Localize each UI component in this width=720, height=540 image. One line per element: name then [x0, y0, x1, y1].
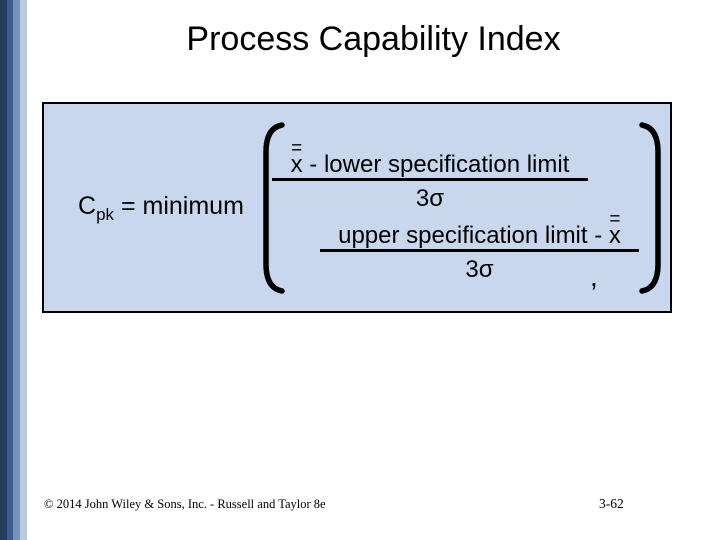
fraction2-line: [320, 249, 639, 252]
cpk-subscript: pk: [96, 205, 115, 224]
fraction-lower-spec: =x - lower specification limit 3σ: [272, 138, 588, 212]
stripe-steel-blue: [13, 0, 20, 540]
fraction2-denominator: 3σ: [465, 256, 494, 283]
copyright-text: © 2014 John Wiley & Sons, Inc. - Russell…: [44, 497, 326, 511]
right-parenthesis: [639, 122, 661, 294]
cpk-variable: C: [78, 192, 97, 220]
left-stripe-bar: [0, 0, 27, 540]
fraction2-text: upper specification limit -: [338, 222, 609, 249]
fraction1-denominator: 3σ: [415, 185, 445, 212]
formula-lhs: Cpk = minimum: [78, 192, 244, 224]
fraction1-text: - lower specification limit: [302, 151, 570, 178]
equals-minimum: = minimum: [114, 192, 244, 220]
slide-title: Process Capability Index: [186, 20, 561, 58]
double-macron: =: [609, 209, 621, 230]
fraction1-numerator: =x - lower specification limit: [272, 138, 588, 178]
x-double-bar: =x: [608, 210, 621, 249]
left-parenthesis: [263, 122, 285, 294]
fraction2-numerator: upper specification limit - =x: [320, 209, 639, 249]
fraction-separator-comma: ,: [590, 261, 598, 292]
stripe-medium-blue: [7, 0, 13, 540]
fraction-upper-spec: upper specification limit - =x 3σ: [320, 209, 639, 283]
x-variable: x: [290, 151, 303, 178]
slide-number: 3-62: [599, 496, 624, 511]
double-macron: =: [291, 138, 303, 159]
stripe-dark-navy: [0, 0, 7, 540]
fraction1-line: [272, 178, 588, 181]
stripe-light-blue: [20, 0, 27, 540]
formula-box: Cpk = minimum =x - lower specification l…: [42, 102, 672, 313]
x-variable: x: [608, 222, 621, 249]
x-double-bar: =x: [290, 139, 303, 178]
